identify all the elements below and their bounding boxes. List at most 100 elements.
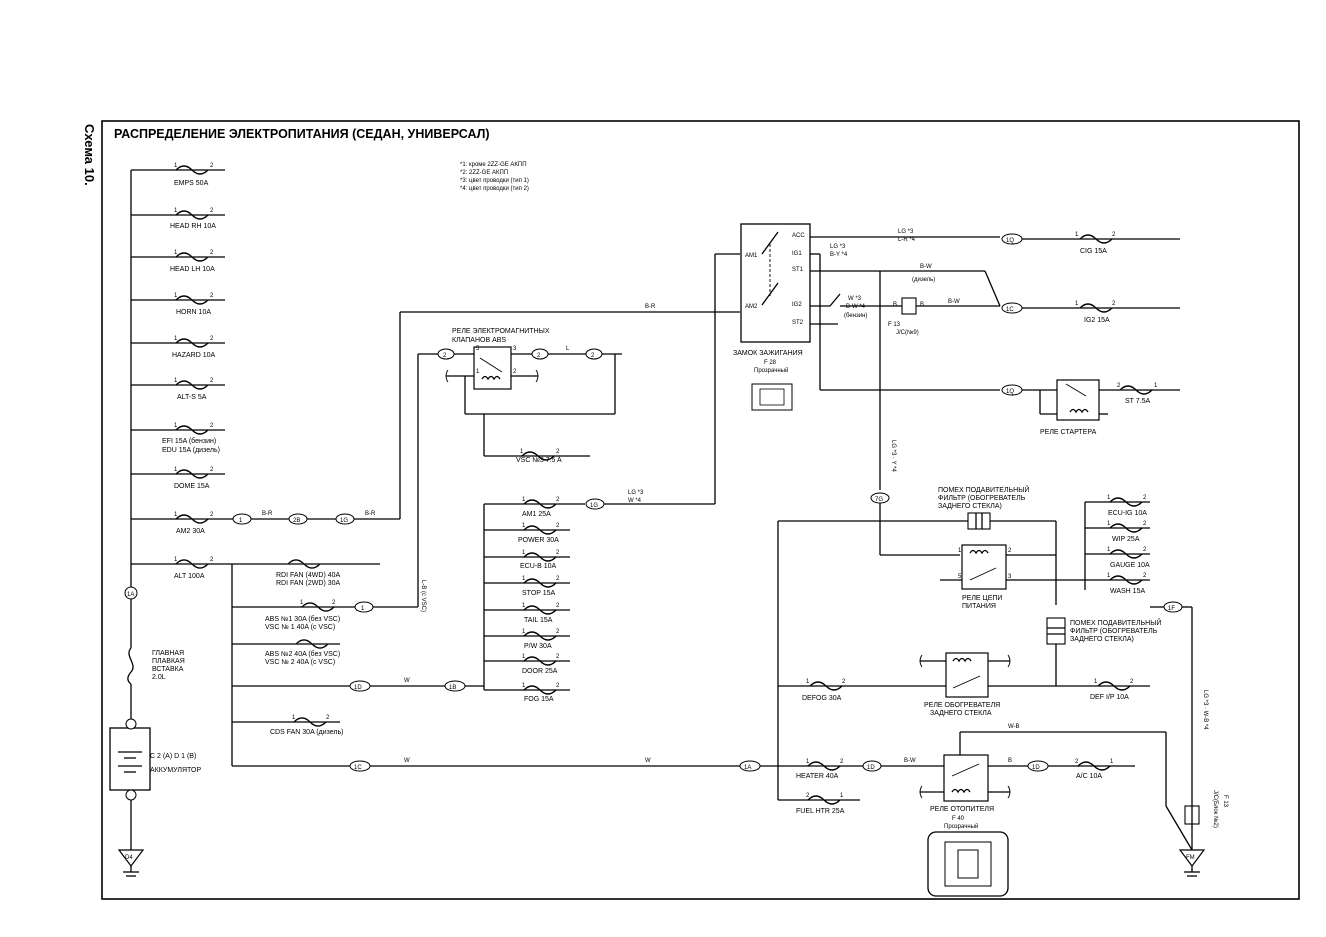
svg-text:1: 1 (1094, 679, 1098, 685)
svg-text:1: 1 (1107, 547, 1111, 553)
noise2-3: ЗАДНЕГО СТЕКЛА) (1070, 636, 1134, 643)
svg-text:2: 2 (1112, 232, 1116, 238)
svg-text:1: 1 (174, 293, 178, 299)
svg-text:2: 2 (332, 600, 336, 606)
fuse-rdi-2wd: RDI FAN (2WD) 30A (276, 580, 341, 587)
heater-relay-connector-icon (927, 831, 1009, 897)
svg-text:2: 2 (210, 378, 214, 384)
svg-text:3: 3 (1008, 574, 1012, 580)
power-relay-icon (961, 544, 1007, 590)
fuse-ac: A/C 10A (1076, 773, 1102, 780)
fuse-fuel-htr: FUEL HTR 25A (796, 808, 845, 815)
noise1-1: ПОМЕХ ПОДАВИТЕЛЬНЫЙ (938, 485, 1029, 494)
fuse-tail: TAIL 15A (524, 617, 553, 624)
svg-text:1: 1 (1154, 383, 1158, 389)
fuse-cig: CIG 15A (1080, 248, 1107, 255)
fuse-st: ST 7.5A (1125, 398, 1150, 405)
svg-text:C 2 (A) D 1 (B): C 2 (A) D 1 (B) (150, 753, 196, 760)
svg-text:B: B (893, 302, 897, 308)
svg-text:1: 1 (522, 497, 526, 503)
wire-br-1: B-R (262, 511, 273, 517)
diagram-border (101, 120, 1300, 900)
jc2-label: J/C(Блок №2) (1212, 790, 1219, 828)
abs-relay-2: КЛАПАНОВ ABS (452, 337, 506, 344)
svg-text:1: 1 (520, 449, 524, 455)
svg-text:1D: 1D (354, 685, 362, 691)
svg-text:1: 1 (174, 423, 178, 429)
wire-w-2: W (404, 758, 410, 764)
note-2: *2: 2ZZ-GE АКПП (460, 170, 508, 176)
svg-text:1Q: 1Q (1006, 238, 1014, 244)
svg-text:1: 1 (174, 250, 178, 256)
svg-text:1: 1 (1075, 301, 1079, 307)
svg-text:1: 1 (522, 654, 526, 660)
fuse-am1: AM1 25A (522, 511, 551, 518)
connector-1A (124, 586, 138, 600)
svg-text:1: 1 (174, 208, 178, 214)
fuse-stop: STOP 15A (522, 590, 556, 597)
svg-text:1: 1 (292, 715, 296, 721)
svg-text:2: 2 (210, 557, 214, 563)
svg-text:1: 1 (174, 336, 178, 342)
svg-text:W *3: W *3 (848, 296, 862, 302)
fuse-defog: DEFOG 30A (802, 695, 842, 702)
fuse-edu: EDU 15A (дизель) (162, 447, 220, 454)
svg-text:2: 2 (1117, 383, 1121, 389)
svg-text:1C: 1C (354, 765, 362, 771)
svg-text:2: 2 (1130, 679, 1134, 685)
note-1: *1: кроме 2ZZ-GE АКПП (460, 162, 527, 168)
svg-text:2: 2 (210, 250, 214, 256)
heater-relay-label: РЕЛЕ ОТОПИТЕЛЯ (930, 806, 994, 813)
wire-bw-ig2: B-W (948, 299, 960, 305)
battery-label: АККУМУЛЯТОР (150, 767, 201, 774)
svg-text:B: B (920, 302, 924, 308)
ign-term-st1: ST1 (792, 267, 804, 273)
svg-text:1: 1 (958, 548, 962, 554)
noise2-1: ПОМЕХ ПОДАВИТЕЛЬНЫЙ (1070, 618, 1161, 627)
svg-text:LG *3: LG *3 (830, 244, 846, 250)
starter-relay-icon (1056, 379, 1100, 421)
svg-text:2: 2 (1075, 759, 1079, 765)
svg-text:1: 1 (522, 523, 526, 529)
fuse-head-rh: HEAD RH 10A (170, 223, 216, 230)
noise-filter-2-icon (1046, 617, 1066, 645)
svg-text:3: 3 (513, 346, 517, 352)
fuse-pw: P/W 30A (524, 643, 552, 650)
svg-text:2: 2 (326, 715, 330, 721)
fuse-ecu-b: ECU-B 10A (520, 563, 557, 570)
defog-relay-1: РЕЛЕ ОБОГРЕВАТЕЛЯ (924, 702, 1000, 709)
svg-text:2: 2 (556, 683, 560, 689)
svg-text:1: 1 (840, 793, 844, 799)
svg-text:1Q: 1Q (1006, 389, 1014, 395)
fuse-abs1: ABS №1 30A (без VSC) (265, 615, 340, 623)
wire-b-heater: B (1008, 758, 1012, 764)
svg-text:LG *3 · Y *4: LG *3 · Y *4 (890, 440, 896, 472)
defog-relay-2: ЗАДНЕГО СТЕКЛА (930, 710, 992, 717)
svg-text:2: 2 (210, 163, 214, 169)
fuse-power: POWER 30A (518, 537, 559, 544)
heater-relay-sub: Прозрачный (944, 823, 978, 830)
svg-text:2: 2 (556, 603, 560, 609)
ignition-switch-icon (740, 223, 811, 343)
svg-text:1: 1 (1110, 759, 1114, 765)
svg-text:1A: 1A (127, 592, 134, 598)
page-title: РАСПРЕДЕЛЕНИЕ ЭЛЕКТРОПИТАНИЯ (СЕДАН, УНИ… (114, 127, 490, 141)
fuse-hazard: HAZARD 10A (172, 352, 216, 359)
svg-text:5: 5 (958, 574, 962, 580)
svg-text:2: 2 (1143, 547, 1147, 553)
svg-text:1: 1 (1107, 521, 1111, 527)
svg-text:1: 1 (1107, 495, 1111, 501)
svg-text:2: 2 (210, 336, 214, 342)
svg-text:2: 2 (840, 759, 844, 765)
abs-relay-1: РЕЛЕ ЭЛЕКТРОМАГНИТНЫХ (452, 328, 550, 335)
ignition-sub: Прозрачный (754, 367, 788, 374)
jc9-icon (901, 297, 917, 315)
fuse-wash: WASH 15A (1110, 588, 1145, 595)
svg-text:2: 2 (1112, 301, 1116, 307)
svg-text:W-B: W-B (1008, 724, 1020, 730)
fuse-door: DOOR 25A (522, 668, 558, 675)
svg-text:B-W *4: B-W *4 (846, 304, 866, 310)
wire-br-2: B-R (365, 511, 376, 517)
